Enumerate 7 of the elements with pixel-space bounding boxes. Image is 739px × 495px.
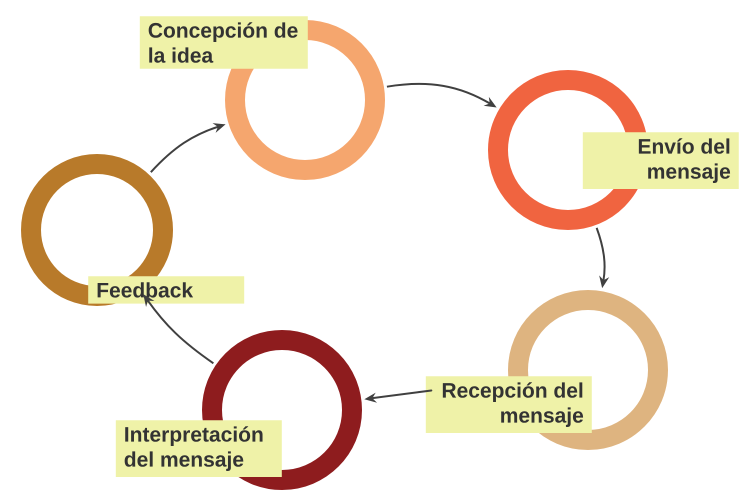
node-label: la idea: [149, 47, 214, 63]
cycle-step: Interpretación del mensaje: [116, 330, 362, 490]
cycle-step: Envío del mensaje: [488, 70, 739, 230]
cycle-step: Recepción del mensaje: [426, 290, 668, 450]
cycle-step: Feedback: [21, 154, 244, 306]
cycle-step: Concepción de la idea: [140, 16, 385, 180]
node-label: Envío del mensaje: [638, 138, 730, 183]
